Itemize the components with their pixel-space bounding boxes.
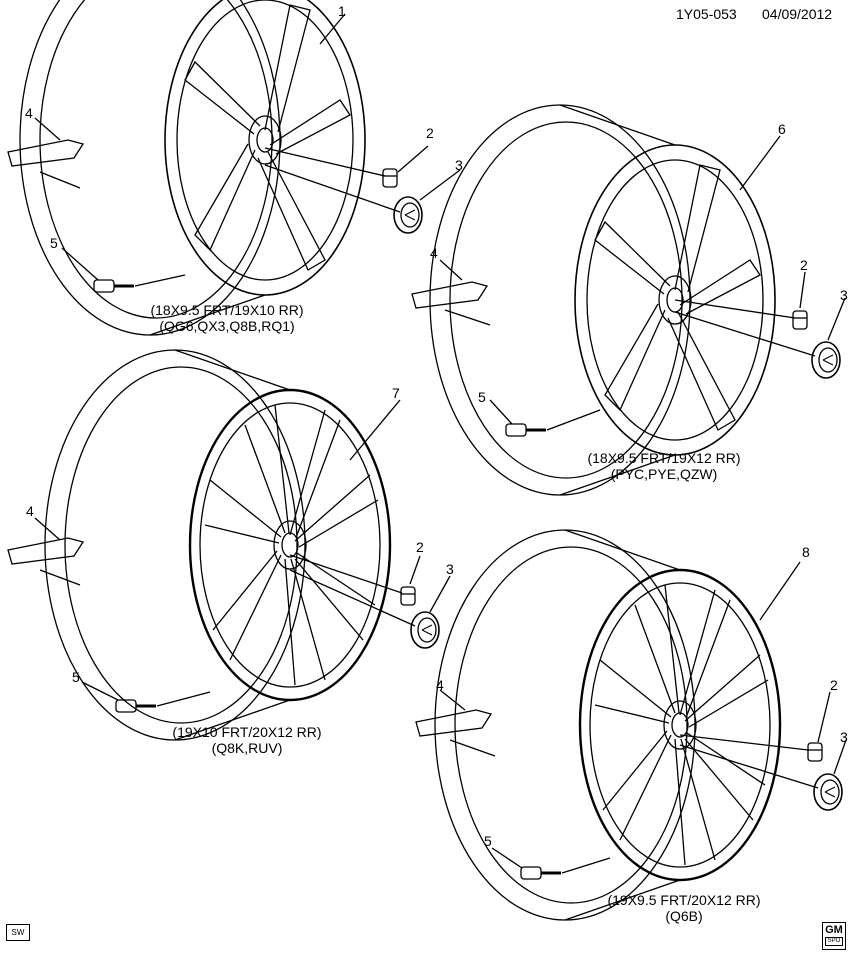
- wheel-rpo-codes: (Q8K,RUV): [211, 740, 283, 756]
- wheel-size: (19X10 FRT/20X12 RR): [172, 724, 322, 740]
- callout-5: 5: [72, 669, 80, 685]
- callout-4: 4: [430, 245, 438, 261]
- diagram-date: 04/09/2012: [762, 6, 833, 22]
- callout-1: 1: [338, 3, 346, 19]
- wheel-6: [411, 104, 846, 496]
- callout-2: 2: [416, 539, 424, 555]
- diagram-code: 1Y05-053: [676, 6, 737, 22]
- callout-3: 3: [455, 157, 463, 173]
- callout-4: 4: [436, 677, 444, 693]
- gm-logo: GM SPO: [822, 922, 846, 950]
- callout-5: 5: [484, 833, 492, 849]
- callout-8: 8: [802, 544, 810, 560]
- callout-2: 2: [800, 257, 808, 273]
- wheel-8: [415, 528, 847, 922]
- wheel-size: (18X9.5 FRT/19X10 RR): [150, 302, 304, 318]
- wheel-rpo-codes: (PYC,PYE,QZW): [610, 466, 718, 482]
- wheel-rpo-codes: (Q6B): [665, 908, 703, 924]
- wheel-7-caption: (19X10 FRT/20X12 RR) (Q8K,RUV): [154, 724, 340, 756]
- wheel-6-caption: (18X9.5 FRT/19X12 RR) (PYC,PYE,QZW): [566, 450, 762, 482]
- gm-logo-text: GM: [825, 924, 843, 936]
- callout-2: 2: [830, 677, 838, 693]
- callout-5: 5: [50, 235, 58, 251]
- wheel-7: [7, 348, 451, 742]
- callout-2: 2: [426, 125, 434, 141]
- wheel-8-caption: (19X9.5 FRT/20X12 RR) (Q6B): [586, 892, 782, 924]
- sw-badge: SW: [6, 924, 30, 941]
- callout-7: 7: [392, 385, 400, 401]
- callout-3: 3: [840, 729, 848, 745]
- wheel-size: (19X9.5 FRT/20X12 RR): [607, 892, 761, 908]
- callout-4: 4: [25, 105, 33, 121]
- gm-logo-sub: SPO: [825, 937, 843, 946]
- callout-5: 5: [478, 389, 486, 405]
- callout-6: 6: [778, 121, 786, 137]
- callout-3: 3: [840, 287, 848, 303]
- callout-4: 4: [26, 503, 34, 519]
- wheel-size: (18X9.5 FRT/19X12 RR): [587, 450, 741, 466]
- wheel-rpo-codes: (QG6,QX3,Q8B,RQ1): [159, 318, 295, 334]
- callout-3: 3: [446, 561, 454, 577]
- wheel-1-caption: (18X9.5 FRT/19X10 RR) (QG6,QX3,Q8B,RQ1): [132, 302, 322, 334]
- wheel-1: [7, 0, 461, 336]
